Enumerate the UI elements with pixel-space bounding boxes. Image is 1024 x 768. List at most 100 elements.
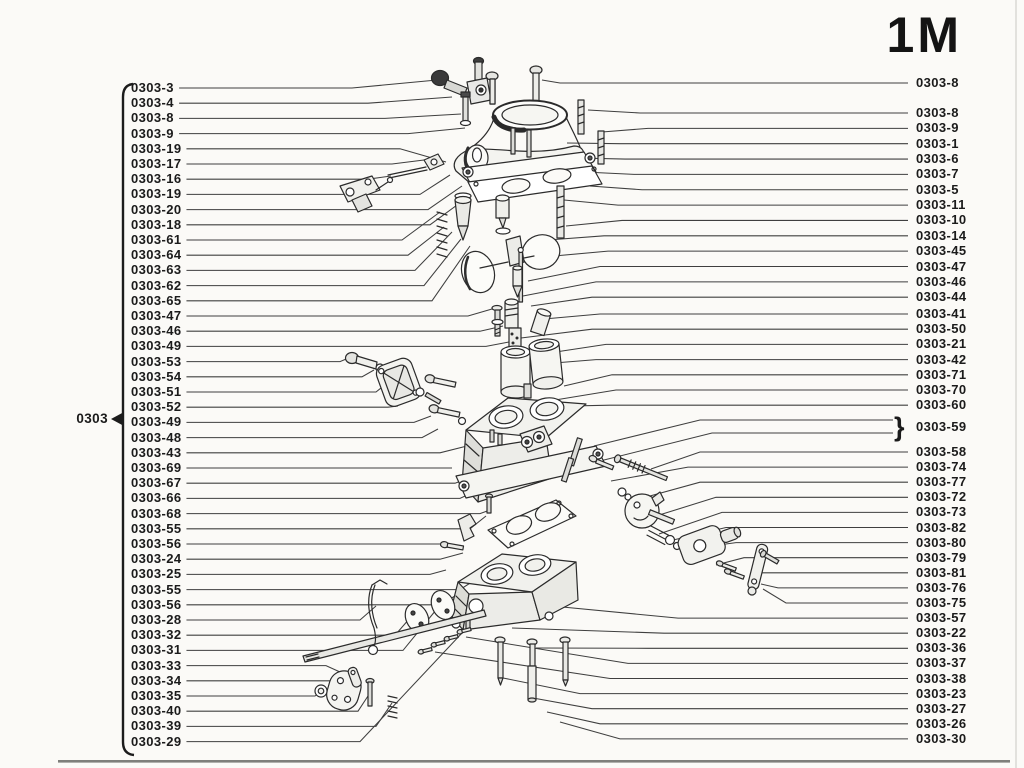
part-label: 0303-35 bbox=[131, 688, 182, 703]
part-label: 0303-41 bbox=[916, 306, 967, 321]
part-label: 0303-65 bbox=[131, 292, 182, 308]
part-label: 0303-62 bbox=[131, 277, 182, 293]
part-label: 0303-33 bbox=[131, 657, 182, 673]
leader-line bbox=[186, 238, 462, 287]
leader-line bbox=[532, 697, 908, 710]
part-label: 0303-64 bbox=[131, 247, 182, 263]
part-label: 0303-57 bbox=[916, 610, 967, 626]
part-label: 0303-21 bbox=[916, 336, 967, 352]
leader-line bbox=[186, 665, 341, 673]
leader-line bbox=[186, 175, 392, 180]
leader-line bbox=[186, 231, 453, 271]
leader-line bbox=[179, 79, 438, 89]
part-label: 0303-40 bbox=[131, 703, 182, 719]
leader-line bbox=[186, 702, 393, 727]
leader-line bbox=[548, 389, 908, 402]
part-label: 0303-32 bbox=[131, 627, 182, 643]
leader-line bbox=[563, 374, 908, 387]
leader-line bbox=[186, 609, 437, 651]
leader-line bbox=[522, 281, 908, 297]
leader-line bbox=[186, 174, 451, 195]
part-label: 0303-61 bbox=[131, 232, 182, 247]
leader-line bbox=[186, 569, 447, 575]
leader-line bbox=[527, 265, 908, 282]
part-label: 0303-36 bbox=[916, 640, 967, 656]
leader-line bbox=[465, 636, 908, 664]
leader-line bbox=[658, 511, 908, 535]
throttle-shaft-group bbox=[302, 579, 487, 663]
leader-line bbox=[186, 615, 479, 743]
leader-line bbox=[655, 496, 908, 517]
leader-line bbox=[179, 113, 462, 119]
leader-line bbox=[563, 199, 908, 206]
brace-59: } bbox=[894, 412, 905, 442]
part-label: 0303-55 bbox=[131, 581, 182, 597]
leader-line bbox=[186, 369, 375, 378]
part-label: 0303-14 bbox=[916, 227, 967, 243]
part-label: 0303-50 bbox=[916, 321, 967, 337]
leader-line bbox=[543, 313, 908, 320]
leader-line bbox=[186, 226, 445, 256]
leader-line bbox=[186, 196, 469, 226]
leader-line bbox=[186, 689, 324, 697]
pump-cover-group bbox=[344, 351, 467, 426]
leader-line bbox=[186, 605, 377, 621]
leader-line bbox=[551, 605, 908, 619]
part-label: 0303-70 bbox=[916, 382, 967, 397]
leader-line bbox=[186, 415, 432, 423]
leader-line bbox=[186, 479, 465, 484]
part-label: 0303-22 bbox=[916, 625, 967, 641]
leader-line bbox=[186, 552, 464, 560]
throttle-body bbox=[449, 553, 579, 631]
part-label: 0303-18 bbox=[131, 216, 182, 232]
leader-line bbox=[650, 451, 908, 470]
part-label: 0303-23 bbox=[916, 685, 967, 701]
part-label: 0303-29 bbox=[131, 733, 182, 749]
exploded-carburetor-drawing bbox=[302, 56, 780, 719]
leader-line bbox=[547, 235, 908, 241]
group-arrow-icon bbox=[111, 412, 124, 426]
leader-line bbox=[520, 328, 908, 339]
part-label: 0303-75 bbox=[916, 595, 967, 610]
leader-line bbox=[186, 515, 487, 530]
part-label: 0303-52 bbox=[131, 399, 182, 415]
part-label: 0303-11 bbox=[916, 197, 966, 213]
float-assembly bbox=[460, 234, 561, 303]
leader-line bbox=[593, 419, 893, 447]
part-label: 0303-47 bbox=[131, 308, 182, 323]
leader-line bbox=[186, 509, 491, 515]
leader-line bbox=[186, 356, 352, 363]
part-label: 0303-8 bbox=[916, 105, 959, 120]
part-label: 0303-16 bbox=[131, 171, 182, 187]
leader-line bbox=[762, 588, 908, 604]
leader-line bbox=[715, 557, 908, 566]
part-label: 0303-37 bbox=[916, 655, 967, 671]
part-label: 0303-19 bbox=[131, 140, 182, 156]
leader-line bbox=[541, 79, 908, 84]
leader-line bbox=[186, 185, 463, 211]
vacuum-unit bbox=[588, 454, 780, 596]
part-label: 0303-47 bbox=[916, 258, 967, 274]
part-label: 0303-76 bbox=[916, 579, 967, 595]
leader-line bbox=[186, 148, 447, 163]
part-label: 0303-17 bbox=[131, 156, 182, 171]
part-label: 0303-42 bbox=[916, 351, 967, 367]
leader-line bbox=[186, 695, 369, 712]
part-label: 0303-49 bbox=[131, 414, 182, 430]
part-label: 0303-46 bbox=[131, 323, 182, 339]
leader-line bbox=[186, 211, 441, 241]
part-label: 0303-39 bbox=[131, 718, 182, 734]
part-label: 0303-1 bbox=[916, 135, 959, 151]
leader-line bbox=[638, 481, 908, 500]
part-label: 0303-46 bbox=[916, 273, 967, 289]
main-body bbox=[455, 397, 607, 503]
leader-line bbox=[186, 577, 479, 591]
part-label: 0303-5 bbox=[916, 181, 959, 197]
part-label: 0303-7 bbox=[916, 166, 959, 182]
part-label: 0303-80 bbox=[916, 534, 967, 550]
part-label: 0303-8 bbox=[131, 110, 174, 126]
part-label: 0303-4 bbox=[131, 95, 174, 111]
leader-line bbox=[186, 491, 475, 499]
part-label: 0303-28 bbox=[131, 612, 182, 627]
